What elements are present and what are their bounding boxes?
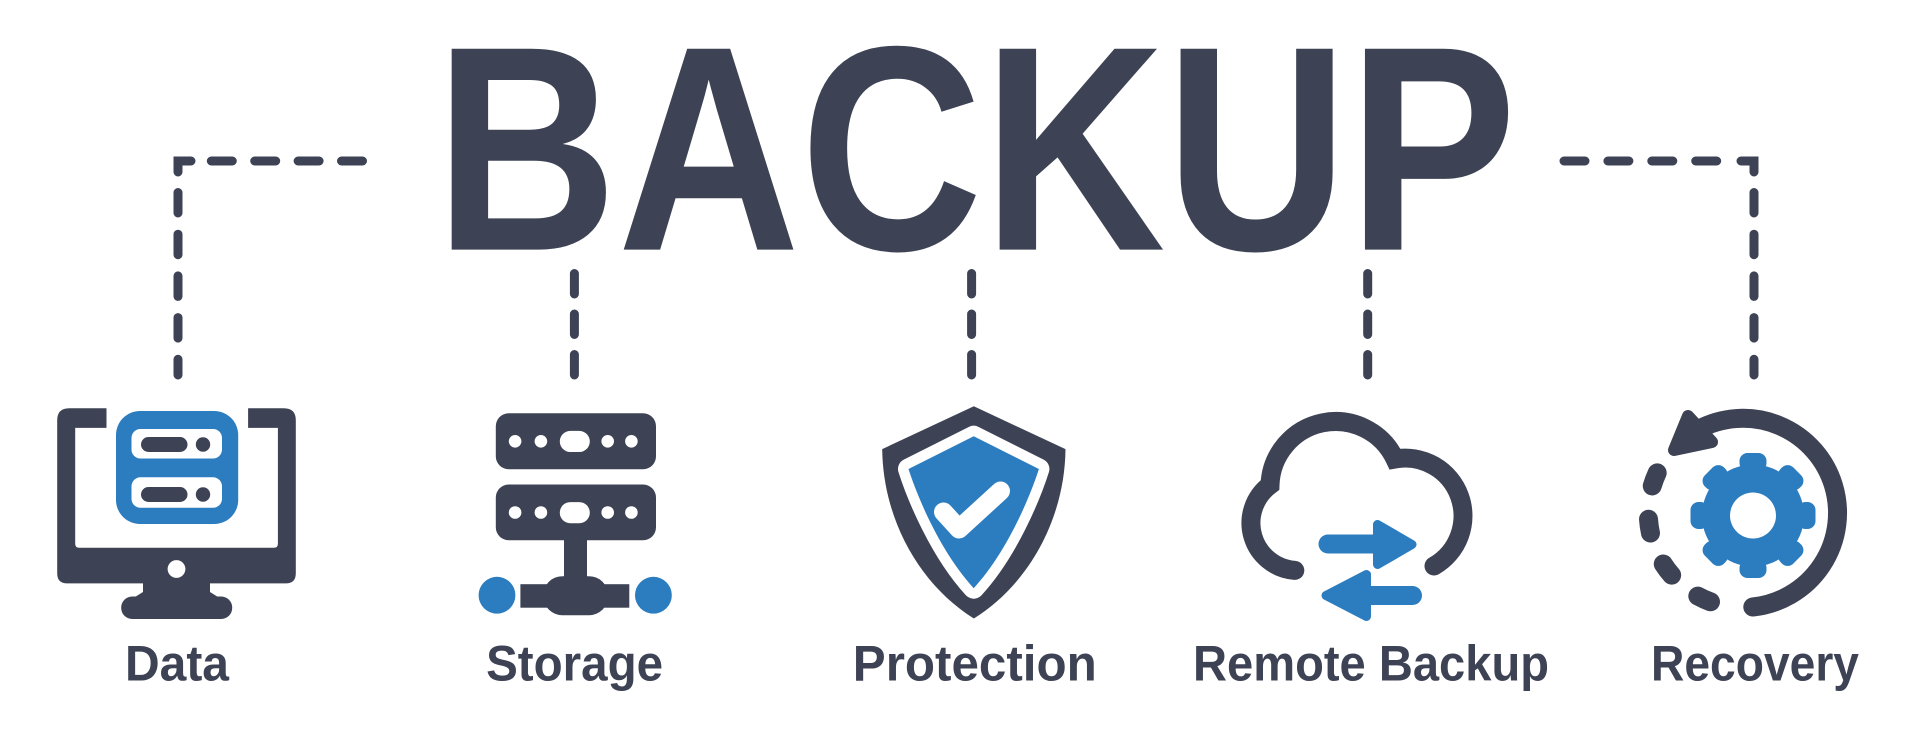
svg-text:Recovery: Recovery [1651, 635, 1859, 692]
svg-text:Data: Data [125, 635, 230, 692]
svg-text:Remote Backup: Remote Backup [1193, 635, 1549, 692]
svg-text:Storage: Storage [486, 635, 663, 692]
svg-text:Protection: Protection [853, 635, 1097, 692]
svg-text:BACKUP: BACKUP [435, 0, 1517, 312]
